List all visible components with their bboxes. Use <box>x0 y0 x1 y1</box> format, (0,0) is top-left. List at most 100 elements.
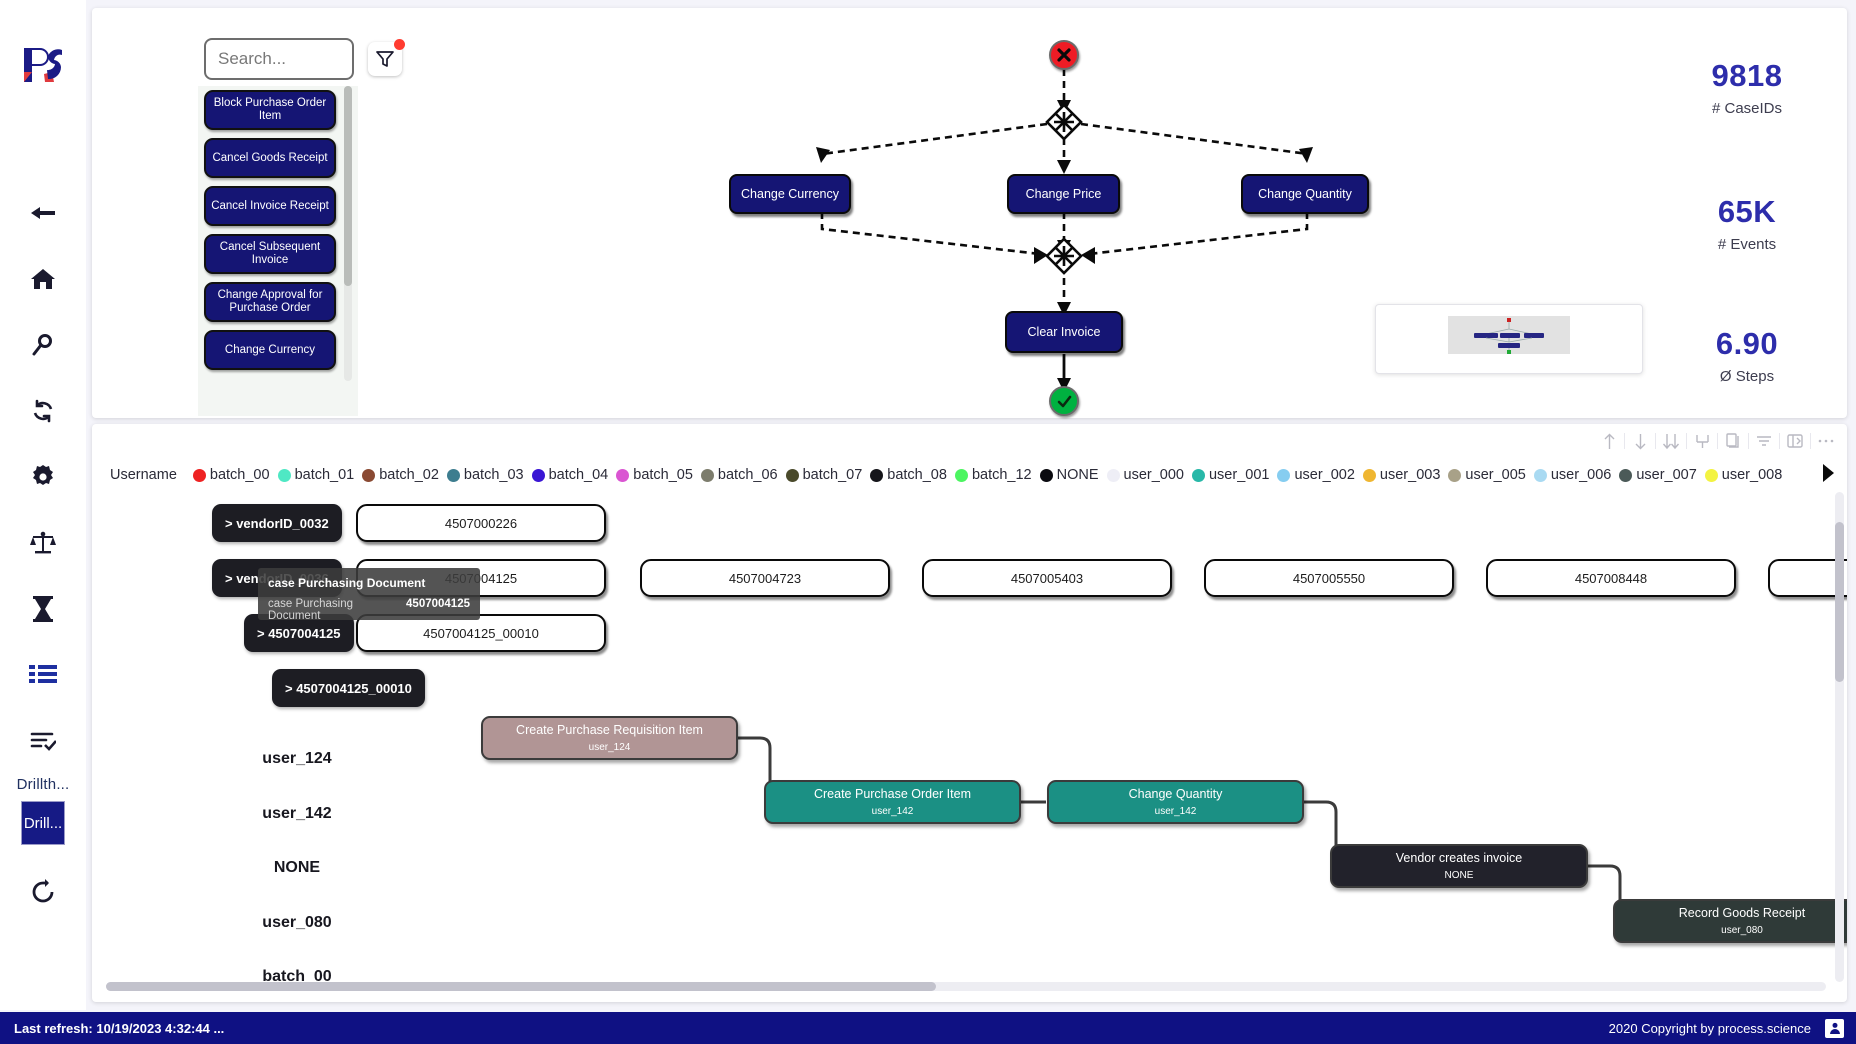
toolbar-divider <box>1655 433 1656 449</box>
activity-button[interactable]: Change Currency <box>204 330 336 370</box>
document-box[interactable]: 4507004723 <box>640 559 890 597</box>
legend-item[interactable]: batch_05 <box>616 467 693 483</box>
legend-item[interactable]: user_002 <box>1277 467 1355 483</box>
legend-item[interactable]: user_008 <box>1704 467 1783 483</box>
drillthrough-canvas[interactable]: > vendorID_0032> vendorID_0036> 45070041… <box>92 492 1847 985</box>
hierarchy-icon[interactable] <box>1689 428 1715 454</box>
bpmn-node-label: Change Currency <box>741 187 839 201</box>
document-box[interactable]: 4507004125_00010 <box>356 614 606 652</box>
process-step-user: user_142 <box>871 806 914 817</box>
drill-chip[interactable]: > 4507004125_00010 <box>272 669 425 707</box>
bpmn-node-label: Clear Invoice <box>1027 325 1101 339</box>
activity-button[interactable]: Change Approval for Purchase Order <box>204 282 336 322</box>
legend-item[interactable]: batch_08 <box>870 467 947 483</box>
kpi-label: # Events <box>1717 236 1777 253</box>
document-box[interactable]: 450700935 <box>1768 559 1847 597</box>
bpmn-node-change-currency[interactable]: Change Currency <box>729 174 851 214</box>
legend-color-dot <box>362 468 376 482</box>
activity-scrollbar-thumb[interactable] <box>344 86 352 286</box>
refresh-cycle-icon[interactable] <box>20 388 66 434</box>
legend-item[interactable]: user_007 <box>1619 467 1697 483</box>
home-icon[interactable] <box>20 256 66 302</box>
back-arrow-icon[interactable] <box>20 190 66 236</box>
legend-item[interactable]: batch_00 <box>192 467 270 483</box>
tooltip-row-value: 4507004125 <box>406 598 470 610</box>
legend-item[interactable]: batch_07 <box>785 467 862 483</box>
sort-ascending-icon[interactable] <box>1596 428 1622 454</box>
document-box[interactable]: 4507000226 <box>356 504 606 542</box>
legend-item[interactable]: user_003 <box>1362 467 1440 483</box>
legend-item[interactable]: batch_12 <box>954 467 1032 483</box>
drill-chip[interactable]: > vendorID_0032 <box>212 504 342 542</box>
table-grid-icon[interactable] <box>20 652 66 698</box>
bpmn-node-change-price[interactable]: Change Price <box>1007 174 1120 214</box>
minimap-viewport[interactable] <box>1448 316 1570 354</box>
legend-color-dot <box>1619 468 1633 482</box>
sort-descending-icon[interactable] <box>1627 428 1653 454</box>
toolbar-divider <box>1686 433 1687 449</box>
sort-both-icon[interactable] <box>1658 428 1684 454</box>
bpmn-process-graph[interactable]: Change Currency Change Price Change Quan… <box>392 14 1442 416</box>
legend-item[interactable]: batch_06 <box>700 467 778 483</box>
hourglass-icon[interactable] <box>20 586 66 632</box>
legend-item[interactable]: user_006 <box>1533 467 1611 483</box>
graph-minimap[interactable] <box>1375 304 1643 374</box>
legend-item[interactable]: batch_02 <box>362 467 439 483</box>
legend-item[interactable]: batch_01 <box>277 467 354 483</box>
kpi-caseids: 9818 # CaseIDs <box>1672 58 1822 117</box>
activity-button[interactable]: Block Purchase Order Item <box>204 90 336 130</box>
drillthrough-button[interactable]: Drill... <box>21 801 65 845</box>
more-options-icon[interactable] <box>1813 428 1839 454</box>
legend-item-label: user_008 <box>1721 467 1783 483</box>
drill-chip[interactable]: > 4507004125 <box>244 614 354 652</box>
legend-item[interactable]: user_000 <box>1106 467 1184 483</box>
bpmn-node-clear-invoice[interactable]: Clear Invoice <box>1005 311 1123 353</box>
copy-icon[interactable] <box>1720 428 1746 454</box>
vertical-scrollbar-track[interactable] <box>1835 492 1844 982</box>
bpmn-node-change-quantity[interactable]: Change Quantity <box>1241 174 1369 214</box>
fullscreen-icon[interactable] <box>1782 428 1808 454</box>
bpmn-end-success-event[interactable] <box>1049 386 1079 416</box>
checklist-icon[interactable] <box>20 718 66 764</box>
gear-icon[interactable] <box>20 454 66 500</box>
document-box[interactable]: 4507005550 <box>1204 559 1454 597</box>
legend-item[interactable]: batch_03 <box>446 467 524 483</box>
kpi-avg-steps: 6.90 Ø Steps <box>1672 326 1822 385</box>
legend-item[interactable]: batch_04 <box>531 467 608 483</box>
search-input[interactable] <box>206 40 352 78</box>
legend-item-label: user_001 <box>1208 467 1270 483</box>
document-box[interactable]: 4507005403 <box>922 559 1172 597</box>
status-bar: Last refresh: 10/19/2023 4:32:44 ... 202… <box>0 1012 1856 1044</box>
horizontal-scrollbar-thumb[interactable] <box>106 982 936 991</box>
horizontal-scrollbar-track[interactable] <box>106 982 1826 991</box>
activity-button[interactable]: Cancel Subsequent Invoice <box>204 234 336 274</box>
activity-button[interactable]: Cancel Invoice Receipt <box>204 186 336 226</box>
app-logo <box>22 46 64 84</box>
legend-item[interactable]: user_001 <box>1191 467 1270 483</box>
legend-color-dot <box>192 468 206 482</box>
search-box[interactable] <box>204 38 354 80</box>
legend-item[interactable]: NONE <box>1039 467 1099 483</box>
legend-item[interactable]: user_005 <box>1448 467 1526 483</box>
process-step-user: user_142 <box>1154 806 1197 817</box>
vertical-scrollbar-thumb[interactable] <box>1835 522 1844 682</box>
reload-icon[interactable] <box>20 869 66 915</box>
bpmn-start-error-event[interactable] <box>1049 40 1079 70</box>
document-box[interactable]: 4507008448 <box>1486 559 1736 597</box>
user-account-icon[interactable] <box>1825 1018 1844 1038</box>
activity-button[interactable]: Cancel Goods Receipt <box>204 138 336 178</box>
scales-icon[interactable] <box>20 520 66 566</box>
filter-lines-icon[interactable] <box>1751 428 1777 454</box>
activity-scrollbar-track[interactable] <box>344 86 352 381</box>
legend-item-label: batch_06 <box>717 467 778 483</box>
filter-button[interactable] <box>368 39 405 76</box>
legend-next-arrow-icon[interactable] <box>1817 456 1839 490</box>
search-icon[interactable] <box>20 322 66 368</box>
